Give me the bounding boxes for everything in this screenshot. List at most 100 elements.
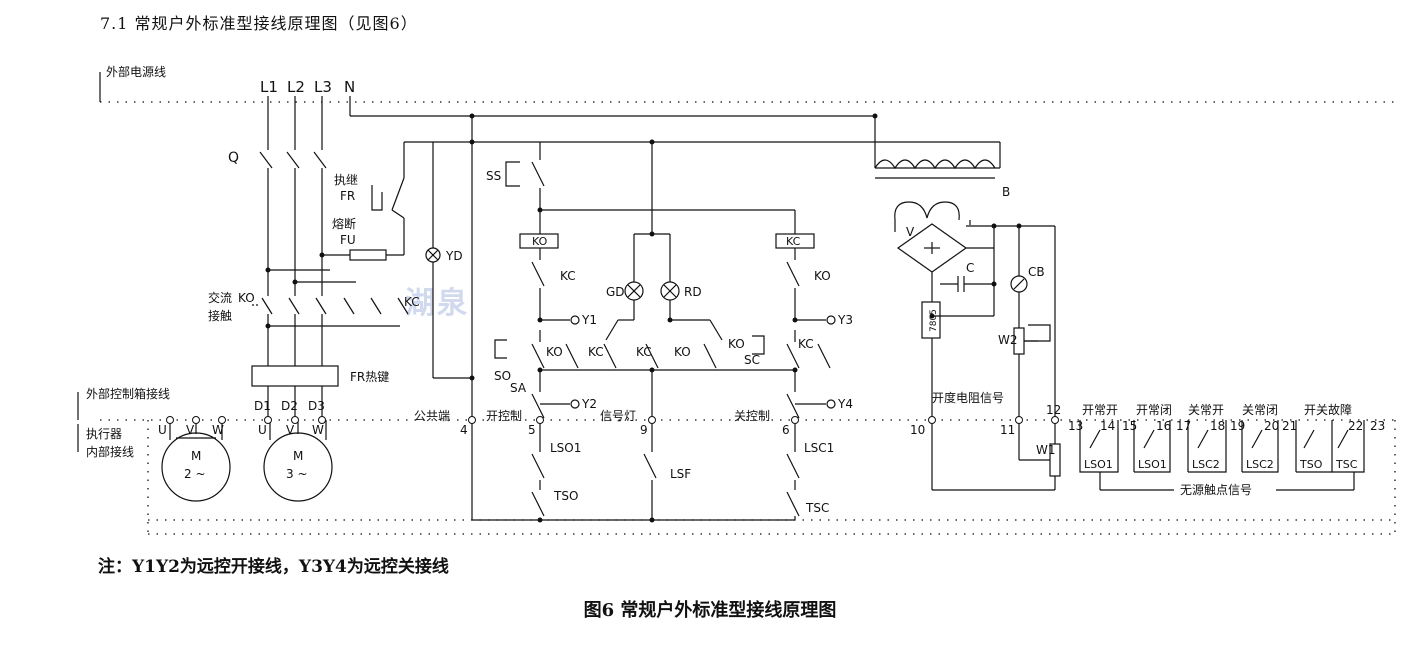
label-d2: D2 [281, 399, 298, 413]
label-motor-3: 3 ~ [286, 467, 308, 481]
terminal-6: 6 [782, 423, 790, 437]
terminal-23: 23 [1370, 419, 1385, 433]
label-fr-key: FR热键 [350, 370, 389, 384]
terminal-13: 13 [1068, 419, 1083, 433]
label-d1: D1 [254, 399, 271, 413]
label-ac-contact-2: 接触 [208, 308, 232, 323]
label-w1: W1 [1036, 443, 1056, 457]
terminal-11: 11 [1000, 423, 1015, 437]
label-dry-contact: 无源触点信号 [1180, 483, 1252, 497]
label-sc: SC [744, 353, 760, 367]
label-w-2: W [312, 423, 324, 437]
terminal-14: 14 [1100, 419, 1115, 433]
terminal-16: 16 [1156, 419, 1171, 433]
label-kc-3: KC [636, 345, 652, 359]
label-common: 公共端 [414, 409, 450, 423]
label-ko-5: KO [814, 269, 831, 283]
label-open-ctrl: 开控制 [486, 409, 522, 423]
label-actuator-1: 执行器 [86, 427, 122, 441]
terminal-15: 15 [1122, 419, 1137, 433]
label-l2: L2 [287, 78, 305, 96]
label-fr-2: FR [340, 189, 355, 203]
label-c: C [966, 261, 974, 275]
box-tsc: TSC [1335, 458, 1358, 471]
label-ko-3: KO [674, 345, 691, 359]
box-lso1-a: LSO1 [1084, 458, 1113, 471]
terminal-21: 21 [1282, 419, 1297, 433]
label-motor-m-2: M [293, 449, 303, 463]
label-gd: GD [606, 285, 625, 299]
label-ac-contact-1: 交流 [208, 290, 232, 305]
terminal-12: 12 [1046, 403, 1061, 417]
label-yd: YD [445, 249, 463, 263]
label-kc-2: KC [588, 345, 604, 359]
box-tso: TSO [1299, 458, 1323, 471]
terminal-9: 9 [640, 423, 648, 437]
label-lsf: LSF [670, 467, 691, 481]
label-y3: Y3 [837, 313, 853, 327]
label-switch-fault: 开关故障 [1304, 402, 1352, 417]
label-kc-4: KC [798, 337, 814, 351]
label-tso: TSO [553, 489, 578, 503]
label-transformer-b: B [1002, 185, 1010, 199]
section-heading: 7.1 常规户外标准型接线原理图（见图6） [100, 14, 418, 33]
label-kc-coil: KC [786, 235, 801, 248]
label-sa: SA [510, 381, 527, 395]
label-kc-1: KC [560, 269, 576, 283]
label-ko-coil: KO [532, 235, 548, 248]
label-close-no: 关常开 [1188, 403, 1224, 417]
label-actuator-2: 内部接线 [86, 444, 134, 459]
label-y1: Y1 [581, 313, 597, 327]
label-open-nc: 开常闭 [1136, 403, 1172, 417]
label-u-1: U [158, 423, 167, 437]
terminal-5: 5 [528, 423, 536, 437]
terminal-4: 4 [460, 423, 468, 437]
label-l1: L1 [260, 78, 278, 96]
label-u-2: U [258, 423, 267, 437]
label-external-control: 外部控制箱接线 [86, 386, 170, 401]
label-close-ctrl: 关控制 [734, 409, 770, 423]
label-lsc1: LSC1 [804, 441, 834, 455]
label-so: SO [494, 369, 511, 383]
label-ss: SS [486, 169, 501, 183]
label-l3: L3 [314, 78, 332, 96]
label-7805: 7805 [929, 309, 939, 332]
label-ko-2: KO [546, 345, 563, 359]
terminal-17: 17 [1176, 419, 1191, 433]
terminal-18: 18 [1210, 419, 1225, 433]
label-opening-resistance: 开度电阻信号 [932, 390, 1004, 405]
label-external-power: 外部电源线 [106, 64, 166, 79]
terminal-20: 20 [1264, 419, 1279, 433]
label-ko-4: KO [728, 337, 745, 351]
label-q: Q [228, 150, 239, 166]
label-w-1: W [212, 423, 224, 437]
label-fr-1: 执继 [334, 173, 358, 187]
label-signal-lamp: 信号灯 [600, 409, 636, 423]
label-n: N [344, 78, 355, 96]
label-y2: Y2 [581, 397, 597, 411]
label-open-no: 开常开 [1082, 403, 1118, 417]
label-y4: Y4 [837, 397, 853, 411]
terminal-10: 10 [910, 423, 925, 437]
watermark-logo: 湖泉 [405, 286, 469, 321]
label-ko-main: KO [238, 291, 255, 305]
box-lsc2-a: LSC2 [1192, 458, 1220, 471]
label-fu-1: 熔断 [332, 216, 356, 231]
figure-caption: 图6 常规户外标准型接线原理图 [583, 600, 837, 621]
label-motor-m-1: M [191, 449, 201, 463]
label-v-1: V [186, 423, 195, 437]
label-cb: CB [1028, 265, 1045, 279]
label-close-nc: 关常闭 [1242, 403, 1278, 417]
terminal-22: 22 [1348, 419, 1363, 433]
label-fu-2: FU [340, 233, 356, 247]
box-lsc2-b: LSC2 [1246, 458, 1274, 471]
label-kc-main: KC [404, 295, 420, 309]
wiring-note: 注：Y1Y2为远控开接线，Y3Y4为远控关接线 [98, 557, 449, 577]
label-d3: D3 [308, 399, 325, 413]
label-tsc: TSC [805, 501, 829, 515]
label-w2: W2 [998, 333, 1018, 347]
label-v-bridge: V [906, 225, 915, 239]
label-lso1: LSO1 [550, 441, 581, 455]
box-lso1-b: LSO1 [1138, 458, 1167, 471]
